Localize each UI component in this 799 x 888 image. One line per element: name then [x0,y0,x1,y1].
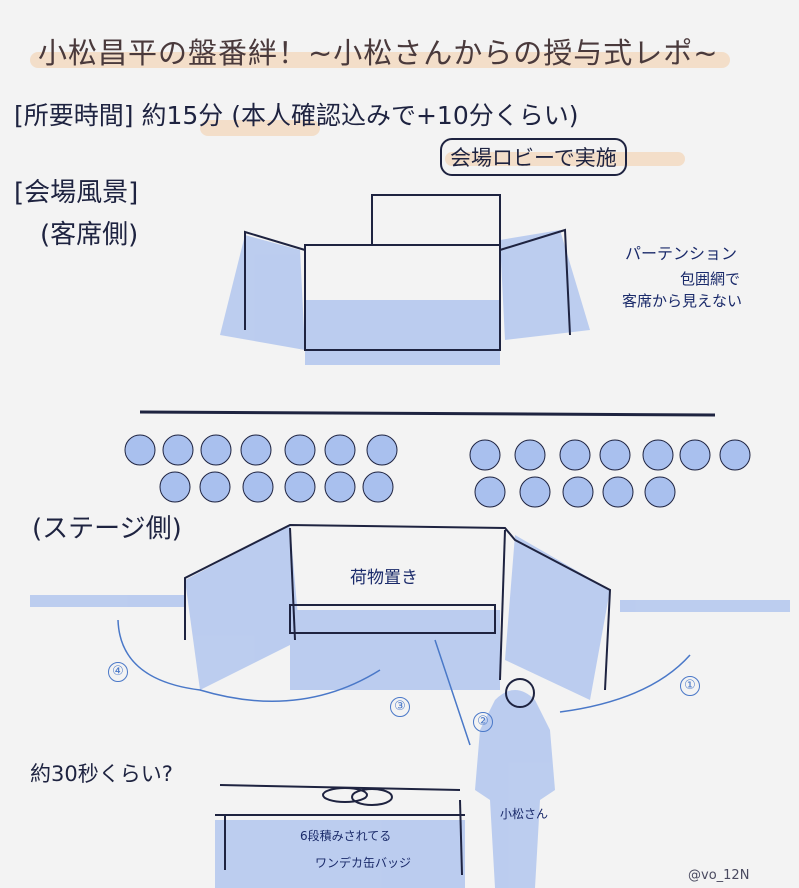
duration-estimate: 約30秒くらい? [30,762,173,786]
partition-label: パーテンション [625,244,738,263]
duration-value: 約15分 [141,101,224,130]
ink-lines [139,194,716,876]
venue-heading: [会場風景] [14,178,139,208]
step-1: ① [680,676,700,696]
audience-seats [124,434,751,508]
step-4: ④ [108,662,128,682]
luggage-label: 荷物置き [350,568,418,588]
stage-side-heading: (ステージ側) [32,514,182,544]
duration-highlight [200,120,320,136]
duration-note: (本人確認込みで+10分くらい) [231,101,579,130]
step-3: ③ [390,697,410,717]
badges-label-1: 6段積みされてる [300,829,392,843]
audience-side-heading: (客席側) [40,220,139,250]
partition-detail-1: 包囲網で [680,270,741,288]
movement-arrows [117,619,691,746]
lobby-note: 会場ロビーで実施 [440,138,627,176]
badges-label-2: ワンデカ缶バッジ [315,856,412,870]
person-label: 小松さん [500,807,549,821]
step-2: ② [473,712,493,732]
duration-line: [所要時間] 約15分 (本人確認込みで+10分くらい) [14,96,579,132]
page-title: 小松昌平の盤番絆！~小松さんからの授与式レポ~ [38,36,719,70]
credit: @vo_12N [688,868,750,883]
partition-detail-2: 客席から見えない [622,292,743,310]
duration-label: [所要時間] [14,101,134,130]
title-highlight [30,52,730,68]
